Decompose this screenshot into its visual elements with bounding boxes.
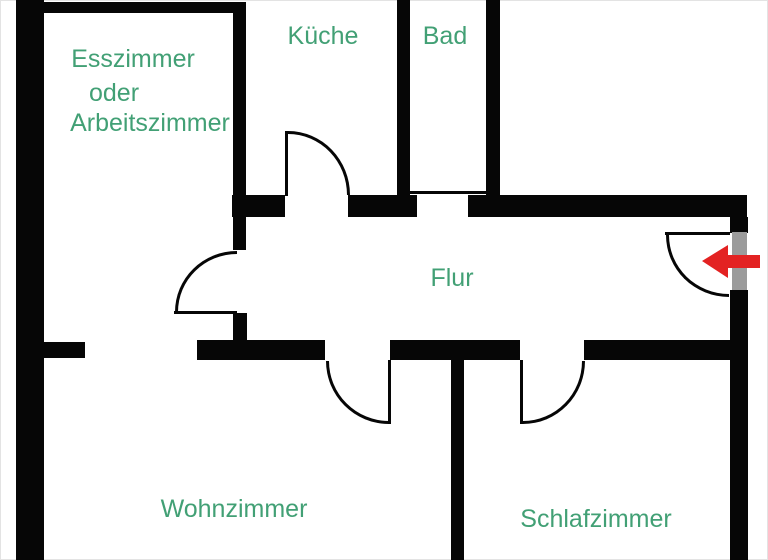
wall-outer-top: [44, 2, 243, 13]
wall-bottom-left-stub: [44, 342, 85, 358]
wall-outer-right-upper: [730, 217, 748, 233]
room-label-wohnzimmer: Wohnzimmer: [160, 495, 308, 523]
entrance-arrow-left-icon: [702, 245, 760, 278]
wohnzimmer-door-leaf: [388, 360, 391, 424]
entrance-door-leaf: [665, 232, 730, 235]
wall-divider-wohnzimmer-schlafzimmer: [451, 360, 464, 560]
room-label-bad: Bad: [422, 22, 468, 50]
wall-flur-bottom-right: [584, 340, 730, 360]
kueche-door-leaf: [285, 131, 288, 196]
wall-bad-left: [397, 0, 410, 195]
wall-esszimmer-door-stub: [233, 313, 247, 342]
wall-flur-top-left: [232, 195, 285, 217]
esszimmer-door-leaf: [174, 311, 237, 314]
bad-door-threshold-line: [410, 191, 487, 194]
room-label-schlafzimmer: Schlafzimmer: [520, 505, 672, 533]
room-label-esszimmer-line1: Esszimmer: [71, 45, 195, 73]
wall-esszimmer-right: [233, 2, 246, 250]
wohnzimmer-door-arc: [326, 361, 389, 424]
kueche-door-arc: [288, 131, 350, 195]
wall-flur-top-right: [468, 195, 747, 217]
wall-flur-bottom-mid: [390, 340, 520, 360]
wall-bad-right: [486, 0, 500, 217]
schlafzimmer-door-leaf: [520, 360, 523, 424]
room-label-flur: Flur: [430, 264, 474, 292]
room-label-esszimmer-line2: oder: [88, 79, 140, 107]
wall-outer-right-lower: [730, 290, 748, 560]
schlafzimmer-door-arc: [523, 361, 585, 424]
room-label-kueche: Küche: [287, 22, 359, 50]
wall-flur-bottom-left: [197, 340, 325, 360]
wall-flur-top-mid: [348, 195, 417, 217]
room-label-esszimmer-line3: Arbeitszimmer: [70, 109, 230, 137]
wall-outer-left: [16, 0, 44, 560]
esszimmer-door-arc: [175, 251, 237, 312]
